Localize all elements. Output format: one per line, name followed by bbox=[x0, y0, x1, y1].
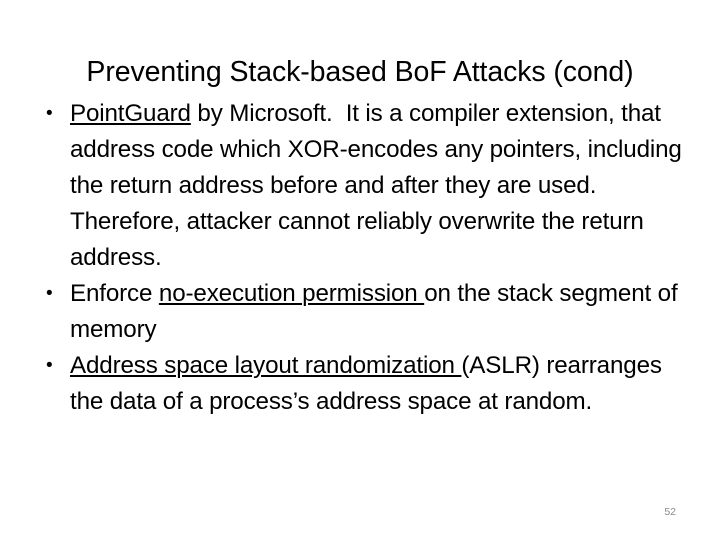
bullet-item-aslr: Address space layout randomization (ASLR… bbox=[38, 348, 686, 420]
body-text: Enforce bbox=[70, 280, 159, 307]
bullet-item-no-execution-permission: Enforce no-execution permission on the s… bbox=[38, 276, 686, 348]
slide-title: Preventing Stack-based BoF Attacks (cond… bbox=[86, 56, 634, 89]
bullet-text: Enforce no-execution permission on the s… bbox=[70, 280, 678, 343]
slide-body: PointGuard by Microsoft. It is a compile… bbox=[38, 96, 686, 420]
body-text: on the stack segment of memory bbox=[70, 280, 678, 343]
bullet-text: Address space layout randomization (ASLR… bbox=[70, 352, 662, 415]
bullet-list: PointGuard by Microsoft. It is a compile… bbox=[38, 96, 686, 420]
page-number: 52 bbox=[664, 506, 676, 518]
body-text: (ASLR) rearranges the data of a process’… bbox=[70, 352, 662, 415]
emphasized-term: no-execution permission bbox=[158, 280, 425, 307]
bullet-text: PointGuard by Microsoft. It is a compile… bbox=[70, 100, 682, 271]
body-text: by Microsoft. It is a compiler extension… bbox=[70, 100, 682, 271]
bullet-item-pointguard: PointGuard by Microsoft. It is a compile… bbox=[38, 96, 686, 276]
emphasized-term: Address space layout randomization bbox=[70, 352, 462, 379]
emphasized-term: PointGuard bbox=[70, 100, 191, 127]
